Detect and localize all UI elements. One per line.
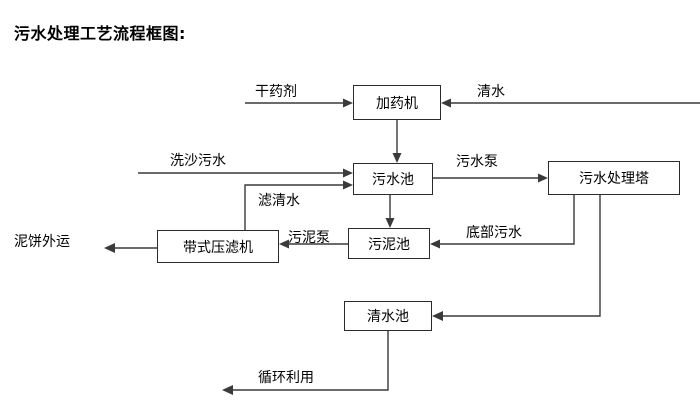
edge-label-clean-water: 清水: [477, 84, 505, 100]
node-sludge-pool[interactable]: 污泥池: [348, 228, 430, 259]
arrowhead-recycle: [222, 385, 233, 395]
edge-tower-to-clear-water-pool: [438, 195, 601, 317]
edge-bottom-sewage-to-sludge-pool: [434, 195, 575, 245]
arrowhead-clear-water-pool: [432, 311, 443, 321]
edge-clear-water-pool-recycle: [228, 331, 389, 391]
node-belt-filter-press[interactable]: 带式压滤机: [157, 230, 279, 263]
arrowhead-sludge-pump: [279, 239, 289, 249]
node-label-sewage-pool: 污水池: [372, 172, 414, 188]
arrowhead-sandwash: [343, 168, 353, 178]
node-label-dosing-machine: 加药机: [376, 95, 418, 112]
node-sewage-pool[interactable]: 污水池: [353, 163, 433, 195]
edge-label-sand-wash-sewage: 洗沙污水: [170, 153, 226, 169]
edge-label-bottom-sewage: 底部污水: [466, 225, 522, 241]
edge-label-dry-reagent: 干药剂: [255, 84, 297, 100]
edge-label-mud-cake-outbound: 泥饼外运: [14, 234, 70, 250]
node-label-treatment-tower: 污水处理塔: [579, 171, 649, 187]
page-title: 污水处理工艺流程框图:: [14, 24, 186, 43]
node-label-sludge-pool: 污泥池: [368, 236, 410, 253]
edge-label-sewage-pump: 污水泵: [456, 154, 498, 170]
arrowhead-dosing-to-sewage: [392, 153, 402, 163]
arrowhead-dry-reagent: [343, 98, 353, 108]
node-label-belt-filter-press: 带式压滤机: [183, 239, 253, 256]
arrowhead-bottom-sewage: [430, 239, 440, 249]
edge-label-sludge-pump: 污泥泵: [288, 230, 330, 246]
edge-label-recycling-reuse: 循环利用: [258, 370, 314, 386]
node-dosing-machine[interactable]: 加药机: [353, 85, 441, 120]
edge-label-filtered-water: 滤清水: [258, 193, 300, 209]
edge-filtered-water-to-sewage-pool: [244, 184, 349, 230]
arrowhead-sewage-pump: [538, 173, 548, 183]
node-clear-water-pool[interactable]: 清水池: [344, 301, 432, 331]
arrowhead-mudcake: [104, 243, 115, 253]
node-treatment-tower[interactable]: 污水处理塔: [548, 161, 680, 195]
node-label-clear-water-pool: 清水池: [367, 309, 409, 325]
arrowhead-clean-water: [441, 98, 451, 108]
arrowhead-sewage-to-sludge: [385, 218, 395, 228]
arrowhead-filtered-water: [343, 180, 353, 190]
